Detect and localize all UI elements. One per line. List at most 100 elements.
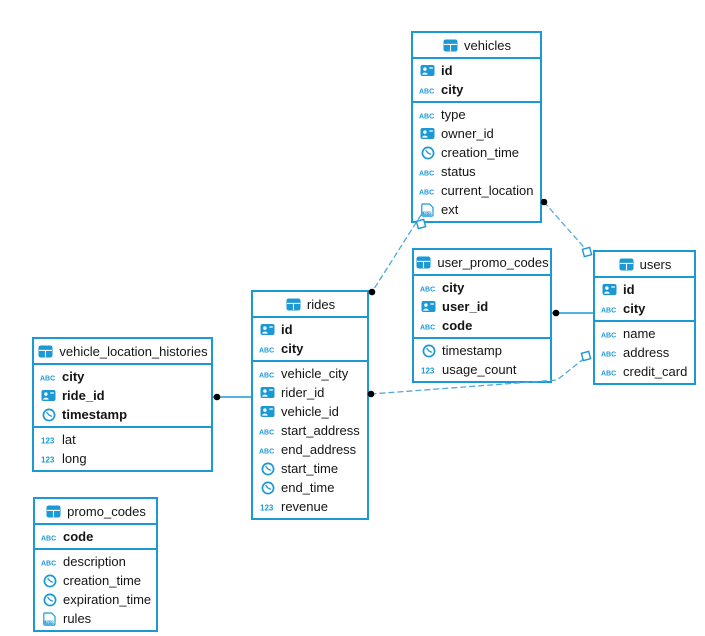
table-header-users[interactable]: users [595,252,694,278]
table-header-rides[interactable]: rides [253,292,367,318]
id-icon [419,127,436,140]
svg-text:ABC: ABC [419,189,434,196]
abc-icon: ABC [259,343,276,355]
abc-icon: ABC [259,444,276,456]
column-name: ride_id [62,388,105,403]
column-name: city [442,280,465,295]
column-name: usage_count [442,362,517,377]
column-name: long [62,451,87,466]
table-title: user_promo_codes [437,254,549,270]
table-icon [415,256,432,269]
column-name: address [623,345,670,360]
column-row-description: ABC description [35,552,156,571]
column-row-start_time: start_time [253,459,367,478]
column-row-creation_time: creation_time [413,143,540,162]
column-name: city [441,82,464,97]
column-name: type [441,107,466,122]
column-name: timestamp [62,407,128,422]
many-end-marker [580,350,592,362]
many-end-marker [581,246,593,258]
id-icon [259,405,276,418]
column-name: start_address [281,423,360,438]
svg-text:123: 123 [41,455,55,464]
column-name: current_location [441,183,534,198]
column-row-vehicle_city: ABC vehicle_city [253,364,367,383]
column-row-ride_id: ride_id [34,386,211,405]
column-row-user_id: user_id [414,297,550,316]
id-icon [259,386,276,399]
column-row-start_address: ABC start_address [253,421,367,440]
relationship-vehicles-users [543,201,590,254]
abc-icon: ABC [601,347,618,359]
id-icon [601,283,618,296]
column-name: city [62,369,85,384]
table-icon [37,345,54,358]
clock-icon [419,146,436,160]
table-header-vehicles[interactable]: vehicles [413,33,540,59]
column-row-timestamp: timestamp [414,341,550,360]
column-row-id: id [413,61,540,80]
svg-text:ABC: ABC [259,372,274,379]
column-row-expiration_time: expiration_time [35,590,156,609]
abc-icon: ABC [40,371,57,383]
column-row-city: ABC city [34,367,211,386]
column-name: user_id [442,299,489,314]
clock-icon [420,344,437,358]
one-end-marker [368,288,376,296]
abc-icon: ABC [419,166,436,178]
svg-text:ABC: ABC [41,560,56,567]
abc-icon: ABC [601,328,618,340]
abc-icon: ABC [420,282,437,294]
svg-text:ABC: ABC [259,347,274,354]
column-name: code [442,318,473,333]
column-row-timestamp: timestamp [34,405,211,424]
column-name: vehicle_city [281,366,349,381]
table-title: promo_codes [67,503,146,519]
table-header-user_promo_codes[interactable]: user_promo_codes [414,250,550,276]
abc-icon: ABC [601,303,618,315]
clock-icon [41,574,58,588]
column-name: code [63,529,94,544]
svg-text:JSON: JSON [45,620,55,624]
svg-text:ABC: ABC [419,113,434,120]
column-row-id: id [253,320,367,339]
id-icon [40,389,57,402]
column-name: status [441,164,476,179]
column-row-id: id [595,280,694,299]
abc-icon: ABC [259,425,276,437]
column-row-end_address: ABC end_address [253,440,367,459]
svg-text:123: 123 [421,366,435,375]
column-name: description [63,554,126,569]
id-icon [259,323,276,336]
table-header-promo_codes[interactable]: promo_codes [35,499,156,525]
column-name: creation_time [441,145,520,160]
table-header-vehicle_location_histories[interactable]: vehicle_location_histories [34,339,211,365]
svg-text:ABC: ABC [41,535,56,542]
abc-icon: ABC [41,556,58,568]
id-icon [419,64,436,77]
table-icon [285,298,302,311]
abc-icon: ABC [41,531,58,543]
abc-icon: ABC [420,320,437,332]
column-row-current_location: ABC current_location [413,181,540,200]
svg-text:123: 123 [260,503,274,512]
json-icon: JSON [41,611,58,626]
table-icon [442,39,459,52]
column-name: revenue [281,499,328,514]
column-row-end_time: end_time [253,478,367,497]
column-name: end_address [281,442,357,457]
one-end-marker [552,309,560,317]
column-name: expiration_time [63,592,152,607]
